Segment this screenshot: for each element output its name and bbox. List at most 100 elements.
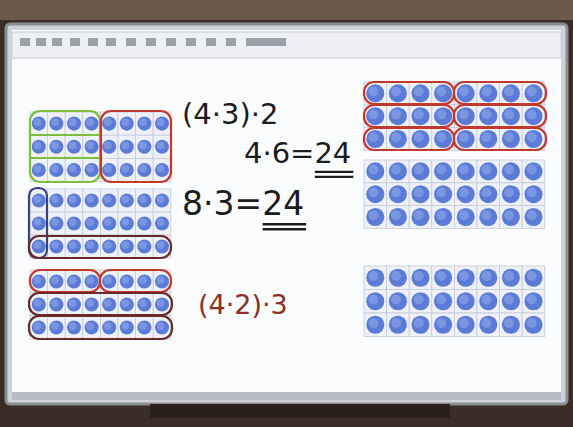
- dark-loop: [29, 293, 172, 315]
- blue-dot: [479, 185, 497, 203]
- blue-dot: [366, 208, 384, 226]
- dot-array: [30, 189, 171, 258]
- wall-top: [0, 0, 573, 20]
- blue-dot: [434, 316, 452, 334]
- dot-shine: [527, 318, 537, 328]
- dot-shine: [51, 241, 59, 249]
- dot-array: [30, 112, 171, 182]
- dot-shine: [459, 210, 469, 220]
- grid-cell: [454, 183, 477, 206]
- dot-shine: [482, 210, 492, 220]
- grid-cell: [432, 206, 455, 229]
- dot-shine: [34, 322, 42, 330]
- blue-dot: [49, 216, 63, 230]
- grid-cell: [100, 212, 118, 235]
- blue-dot: [366, 185, 384, 203]
- dot-shine: [414, 294, 424, 304]
- blue-dot: [479, 316, 497, 334]
- dot-shine: [459, 318, 469, 328]
- grid-cell: [477, 160, 500, 183]
- grid-cell: [432, 266, 455, 290]
- dot-shine: [51, 142, 59, 150]
- dot-shine: [414, 165, 424, 175]
- blue-dot: [366, 84, 384, 102]
- dot-shine: [86, 195, 94, 203]
- dot-shine: [69, 241, 77, 249]
- blue-dot: [479, 107, 497, 125]
- blue-dot: [67, 320, 81, 334]
- blue-dot: [366, 107, 384, 125]
- dot-shine: [391, 318, 401, 328]
- grid-cell: [364, 290, 387, 314]
- blue-dot: [120, 140, 134, 154]
- dot-shine: [459, 294, 469, 304]
- blue-dot: [85, 140, 99, 154]
- blue-dot: [120, 117, 134, 131]
- dot-shine: [436, 132, 446, 142]
- dot-shine: [34, 142, 42, 150]
- dot-shine: [482, 87, 492, 97]
- toolbar: [12, 32, 561, 58]
- dot-shine: [34, 299, 42, 307]
- blue-dot: [366, 316, 384, 334]
- red-loop: [100, 270, 171, 292]
- blue-dot: [155, 193, 169, 207]
- dot-shine: [86, 241, 94, 249]
- blue-dot: [85, 163, 99, 177]
- grid-cell: [477, 105, 500, 128]
- dot-shine: [391, 165, 401, 175]
- grid-cell: [387, 290, 410, 314]
- dot-shine: [504, 318, 514, 328]
- double-underline: [315, 171, 353, 173]
- grid-cell: [65, 189, 83, 212]
- dot-shine: [104, 195, 112, 203]
- board-surface: [12, 30, 561, 398]
- dot-shine: [51, 276, 59, 284]
- grid-cell: [409, 160, 432, 183]
- blue-dot: [434, 185, 452, 203]
- blue-dot: [49, 117, 63, 131]
- blue-dot: [137, 117, 151, 131]
- blue-dot: [155, 140, 169, 154]
- grid-cell: [409, 206, 432, 229]
- blue-dot: [524, 107, 542, 125]
- blue-dot: [85, 117, 99, 131]
- red-loop: [364, 128, 454, 150]
- dot-shine: [369, 294, 379, 304]
- dot-shine: [369, 87, 379, 97]
- dot-shine: [504, 109, 514, 119]
- green-divider: [31, 134, 99, 136]
- dot-shine: [69, 165, 77, 173]
- blue-dot: [85, 216, 99, 230]
- blue-dot: [389, 269, 407, 287]
- dot-shine: [104, 218, 112, 226]
- grid-cell: [48, 316, 66, 339]
- blue-dot: [67, 239, 81, 253]
- dot-shine: [527, 210, 537, 220]
- blue-dot: [137, 163, 151, 177]
- dot-shine: [122, 165, 130, 173]
- dot-shine: [414, 318, 424, 328]
- dot-shine: [122, 118, 130, 126]
- blue-dot: [524, 84, 542, 102]
- red-loop: [364, 82, 454, 104]
- board-frame: [6, 24, 567, 404]
- grid-cell: [387, 128, 410, 151]
- blue-dot: [457, 162, 475, 180]
- blue-dot: [457, 316, 475, 334]
- blue-dot: [479, 130, 497, 148]
- grid-cell: [500, 105, 523, 128]
- dot-shine: [139, 195, 147, 203]
- blue-dot: [102, 163, 116, 177]
- grid-cell: [118, 212, 136, 235]
- dot-shine: [157, 218, 165, 226]
- grid-cell: [522, 128, 545, 151]
- blue-dot: [49, 297, 63, 311]
- blue-dot: [389, 292, 407, 310]
- grid-cell: [409, 183, 432, 206]
- blue-dot: [389, 316, 407, 334]
- grid-cell: [500, 206, 523, 229]
- dot-shine: [122, 299, 130, 307]
- dot-shine: [139, 241, 147, 249]
